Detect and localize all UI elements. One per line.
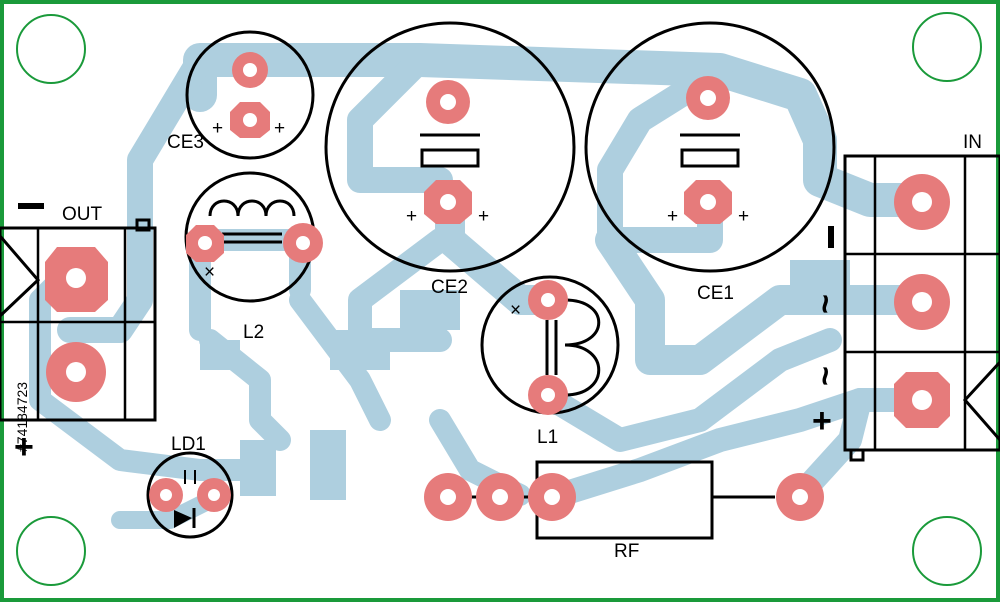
ce1-plus-left: + (667, 206, 678, 227)
ce3-plus-right: + (274, 118, 285, 139)
capacitor-ce2 (324, 21, 576, 273)
mounting-hole-top-left (16, 14, 86, 84)
mounting-hole-bottom-left (16, 516, 86, 586)
ce2-plus-left: + (406, 206, 417, 227)
out-terminal-block (0, 218, 157, 422)
label-rf: RF (614, 541, 639, 562)
label-ce2: CE2 (431, 277, 468, 298)
label-ce1: CE1 (697, 283, 734, 304)
ce3-plus-left: + (212, 118, 223, 139)
out-plus-mark: + (14, 428, 34, 466)
watermark-id: #74184723 (14, 382, 30, 452)
label-l2: L2 (243, 322, 264, 343)
l2-start-mark: × (204, 262, 215, 283)
mounting-hole-top-right (912, 12, 982, 82)
capacitor-ce3 (185, 30, 315, 160)
in-minus-mark (828, 226, 834, 248)
label-in: IN (963, 132, 982, 153)
label-l1: L1 (537, 427, 558, 448)
ce1-plus-right: + (738, 206, 749, 227)
capacitor-ce1 (584, 21, 836, 273)
mounting-hole-bottom-right (912, 516, 982, 586)
inductor-l1 (480, 275, 620, 415)
label-ce3: CE3 (167, 132, 204, 153)
resistor-rf (424, 460, 824, 540)
polarity-marks: + + + + + + × × + ~ ~ + (14, 118, 844, 466)
label-ld1: LD1 (171, 434, 206, 455)
out-minus-mark (18, 203, 44, 209)
l1-start-mark: × (510, 300, 521, 321)
inductor-l2 (184, 171, 323, 303)
ce2-plus-right: + (478, 206, 489, 227)
in-plus-mark: + (812, 402, 832, 440)
led-ld1 (146, 451, 234, 539)
in-terminal-block (843, 154, 1000, 462)
in-ac-mark-1: ~ (806, 294, 844, 314)
in-ac-mark-2: ~ (806, 366, 844, 386)
label-out: OUT (62, 204, 103, 225)
